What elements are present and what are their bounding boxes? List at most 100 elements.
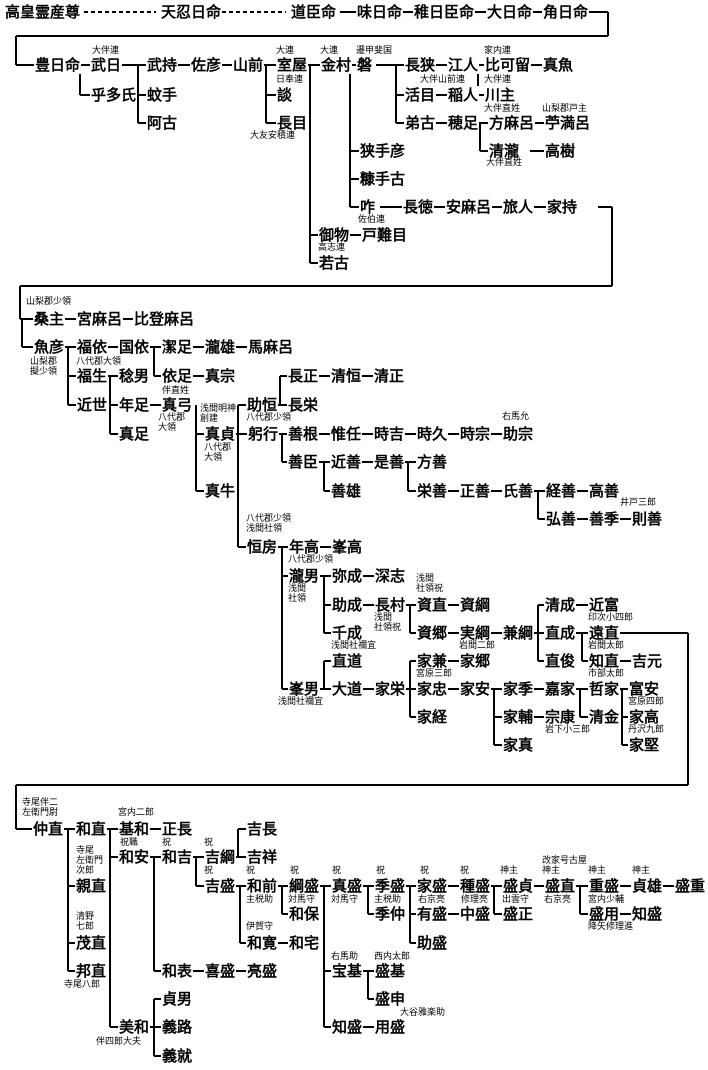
person-kiyotari: 潔足	[161, 338, 194, 356]
note-n66: 神主	[632, 866, 651, 876]
note-n4: 遷甲斐国	[356, 46, 393, 56]
person-iesue: 家季	[502, 680, 535, 698]
person-tomiyasu: 富安	[628, 680, 661, 698]
note-n55: 次郎	[76, 866, 95, 876]
person-kanetsuna: 兼綱	[502, 624, 535, 642]
person-ieken2: 家堅	[628, 736, 661, 754]
person-yoshinaga: 吉長	[246, 820, 279, 838]
person-kotao: 乎多氏	[90, 86, 138, 104]
person-sukemune: 助宗	[502, 425, 535, 443]
note-n24: 八代郡少領	[246, 413, 292, 423]
person-ujiyoshi: 氏善	[502, 482, 535, 500]
note-n1: 大伴連	[92, 46, 120, 56]
person-yomori: 用盛	[374, 1018, 407, 1036]
note-n18: 八代郡大領	[76, 357, 122, 367]
note-n50: 宮内二郎	[118, 808, 155, 818]
person-tomomori: 知盛	[631, 905, 664, 923]
person-ieyasu: 家安	[459, 680, 492, 698]
person-yoshitsuna: 吉綱	[204, 848, 237, 866]
person-nakamori: 中盛	[459, 905, 492, 923]
person-naonari: 直成	[544, 624, 577, 642]
person-sukemori: 助盛	[416, 934, 449, 952]
person-iesato: 家郷	[459, 652, 492, 670]
person-kiyotaki: 清瀧	[488, 142, 521, 160]
person-moriyoshi: 盛申	[374, 990, 407, 1008]
note-n71: 右京亮	[418, 895, 446, 905]
person-masamori: 真盛	[331, 877, 364, 895]
person-uohiko: 魚彦	[33, 338, 66, 356]
person-sadao: 貞雄	[631, 877, 664, 895]
person-akimori: 亮盛	[246, 962, 279, 980]
person-moriyo: 盛用	[588, 905, 621, 923]
note-n26: 八代郡	[204, 443, 232, 453]
person-yoshimoto: 吉元	[631, 652, 664, 670]
person-arimori: 有盛	[416, 905, 449, 923]
person-morisada: 盛貞	[502, 877, 535, 895]
person-takayoshi: 高善	[588, 482, 621, 500]
person-kazunao: 和直	[75, 820, 108, 838]
person-fukuo: 福生	[76, 367, 109, 385]
person-mimoto: 御物	[318, 226, 351, 244]
note-n43: 宮原三郎	[416, 669, 453, 679]
note-n73: 出雲守	[502, 895, 530, 905]
note-n30: 浅間社領	[246, 524, 283, 534]
person-seizen: 正善	[459, 482, 492, 500]
person-yoshiji: 義路	[161, 1018, 194, 1036]
note-n2: 大連	[276, 46, 295, 56]
note-n57: 祝	[204, 866, 214, 876]
person-ako: 阿古	[146, 114, 179, 132]
person-yoshiomi: 善臣	[287, 453, 320, 471]
note-n48: 寺尾伴二	[22, 798, 59, 808]
note-n21: 創建	[200, 414, 219, 424]
person-ohi: 大日命	[486, 3, 534, 21]
person-suketsuna: 資綱	[459, 596, 492, 614]
person-yoritari: 依足	[161, 367, 194, 385]
note-n62: 神主	[500, 866, 519, 876]
person-kazuyoshi: 和吉	[161, 848, 194, 866]
person-chikanao: 親直	[75, 877, 108, 895]
person-sukeie: 助恒	[246, 396, 279, 414]
person-kawanushi: 川主	[484, 86, 517, 104]
note-n3: 大連	[320, 46, 339, 56]
person-morishige: 盛重	[674, 877, 707, 895]
person-kiyokane: 清金	[588, 708, 621, 726]
note-n22: 八代郡	[158, 413, 186, 423]
person-chikayo: 近世	[76, 396, 109, 414]
note-n39: 浅間社禰宜	[331, 641, 377, 651]
person-kaie: 嘉家	[544, 680, 577, 698]
person-ieken: 家兼	[416, 652, 449, 670]
person-katari: 談	[276, 86, 294, 104]
person-otoko: 弟古	[404, 114, 437, 132]
note-n27: 大領	[204, 453, 223, 463]
note-n16: 山梨郡	[30, 357, 58, 367]
note-n47: 丹沢九郎	[628, 725, 665, 735]
person-tsuruyuki: 躬行	[247, 425, 280, 443]
person-takemochi: 武持	[146, 56, 179, 74]
person-suketada: 資直	[416, 596, 449, 614]
person-noriyoshi: 則善	[631, 510, 664, 528]
person-katsume: 活目	[404, 86, 437, 104]
note-n15: 山梨郡少領	[26, 297, 72, 307]
person-yoshikazu: 美和	[118, 1018, 151, 1036]
person-chimaro: 苧満呂	[544, 114, 592, 132]
person-enohito: 江人	[447, 56, 480, 74]
person-tsuneyoshi: 経善	[545, 482, 578, 500]
person-kazuomote: 和表	[161, 962, 194, 980]
person-ietada: 家忠	[416, 680, 449, 698]
person-kazuhiro: 和寛	[246, 934, 279, 952]
person-kazumae: 和前	[246, 877, 279, 895]
person-kiyonari: 清成	[544, 596, 577, 614]
person-yasumaro: 安麻呂	[445, 198, 493, 216]
person-hikaru: 比可留	[484, 56, 532, 74]
person-kiyomasa: 清正	[373, 367, 406, 385]
person-inahito: 稲人	[447, 86, 480, 104]
note-n37: 社領祝	[374, 623, 402, 633]
person-iemori: 家盛	[416, 877, 449, 895]
person-kazuyasu2: 和保	[288, 905, 321, 923]
note-n42: 市部太郎	[588, 669, 625, 679]
person-takio: 瀧雄	[204, 338, 237, 356]
note-n53: 寺尾	[76, 846, 95, 856]
person-tabito: 旅人	[502, 198, 535, 216]
person-chinari: 千成	[331, 624, 364, 642]
person-yoshine: 善根	[287, 425, 320, 443]
